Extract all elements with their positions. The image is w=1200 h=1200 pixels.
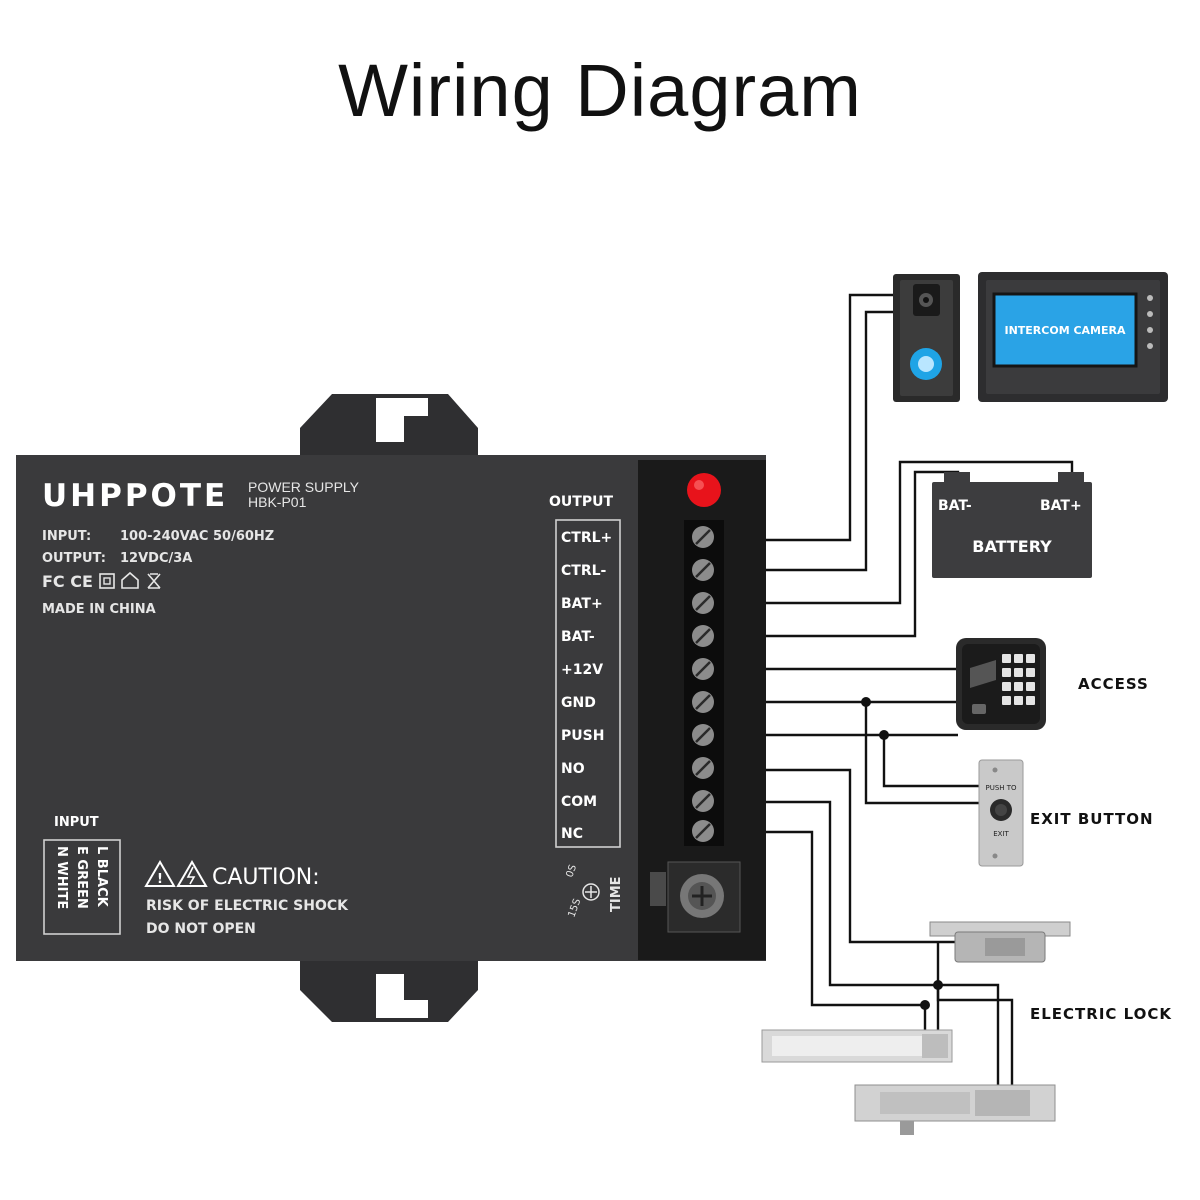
screw-terminal: [692, 592, 714, 614]
terminal-labels: CTRL+ CTRL- BAT+ BAT- +12V GND PUSH NO C…: [561, 530, 612, 842]
caution-line-1: RISK OF ELECTRIC SHOCK: [146, 898, 349, 914]
battery: BAT- BAT+ BATTERY: [932, 472, 1092, 578]
indoor-use-icon: [121, 571, 139, 589]
product-line-1: POWER SUPPLY: [248, 479, 360, 495]
wire-no: [766, 768, 962, 944]
electric-lock-label: ELECTRIC LOCK: [1030, 1005, 1172, 1023]
terminal-label-gnd: GND: [561, 695, 596, 711]
input-spec-value: 100-240VAC 50/60HZ: [120, 529, 274, 544]
caution-block: ! CAUTION: RISK OF ELECTRIC SHOCK DO NOT…: [144, 860, 349, 937]
screw-terminal: [692, 658, 714, 680]
access-keypad: [956, 638, 1046, 730]
input-spec-label: INPUT:: [42, 529, 91, 544]
product-line-2: HBK-P01: [248, 494, 307, 510]
wire-ctrl-plus: [766, 293, 893, 542]
access-label: ACCESS: [1078, 675, 1149, 693]
wire-lock-branch: [936, 985, 1014, 1085]
screw-terminal: [692, 724, 714, 746]
intercom-button: [1147, 343, 1153, 349]
junction-dot: [933, 980, 943, 990]
input-wire-l: L BLACK: [94, 846, 109, 908]
input-wire-e: E GREEN: [74, 846, 89, 909]
page-title: Wiring Diagram: [338, 49, 862, 132]
timer-label: TIME: [609, 876, 624, 912]
exit-button: PUSH TO EXIT: [978, 759, 1024, 867]
made-in: MADE IN CHINA: [42, 602, 156, 617]
screw-terminal: [692, 691, 714, 713]
screw-terminal: [692, 790, 714, 812]
intercom-button: [1147, 327, 1153, 333]
battery-neg-label: BAT-: [938, 498, 972, 514]
magnetic-lock: [761, 1029, 953, 1063]
intercom-button: [1147, 311, 1153, 317]
intercom-screen-label: INTERCOM CAMERA: [1004, 324, 1126, 337]
screw-terminal: [692, 559, 714, 581]
screw-terminal: [692, 820, 714, 842]
electric-strike-lock: [929, 921, 1071, 963]
caution-title: CAUTION:: [212, 865, 320, 890]
battery-label: BATTERY: [972, 537, 1052, 556]
high-voltage-icon: [176, 860, 208, 887]
screw-terminal: [692, 625, 714, 647]
doorbell-camera: [893, 274, 960, 402]
cert-fc-ce: FC CE: [42, 572, 93, 591]
output-terminal-labels-box: [555, 519, 621, 848]
warning-triangle-icon: [144, 860, 176, 887]
screw-terminals: [684, 520, 724, 846]
terminal-label-push: PUSH: [561, 728, 604, 744]
terminal-label-ctrl-plus: CTRL+: [561, 530, 612, 546]
terminal-label-bat-minus: BAT-: [561, 629, 595, 645]
screw-terminal: [692, 526, 714, 548]
caution-line-2: DO NOT OPEN: [146, 921, 256, 937]
terminal-label-no: NO: [561, 761, 585, 777]
exit-plate-text-1: PUSH TO: [985, 784, 1017, 792]
card-reader-icon: [970, 660, 996, 688]
power-led: [687, 473, 721, 507]
certification-marks: FC CE: [42, 571, 161, 591]
output-spec-label: OUTPUT:: [42, 551, 106, 566]
timer-max-label: 0S: [564, 863, 579, 879]
brand-logo: UHPPOTE: [42, 478, 228, 514]
exit-plate-text-2: EXIT: [993, 830, 1009, 838]
junction-dot: [879, 730, 889, 740]
wire-bat-minus: [766, 470, 960, 638]
exit-button-label: EXIT BUTTON: [1030, 810, 1154, 828]
wire-push-branch: [882, 735, 985, 788]
power-supply: UHPPOTE POWER SUPPLY HBK-P01 INPUT: 100-…: [16, 394, 766, 1022]
keypad-keys: [1002, 654, 1035, 705]
terminal-label-ctrl-minus: CTRL-: [561, 563, 607, 579]
input-wiring-box: [43, 839, 121, 935]
wire-com: [766, 800, 1000, 1085]
timer-potentiometer: [650, 861, 741, 933]
svg-text:!: !: [157, 872, 163, 887]
wire-nc: [766, 830, 927, 1030]
time-adjust-icon: [582, 883, 600, 901]
input-wire-n: N WHITE: [54, 846, 69, 909]
intercom-monitor: INTERCOM CAMERA: [978, 272, 1168, 402]
junction-dot: [861, 697, 871, 707]
output-heading: OUTPUT: [549, 494, 613, 510]
wire-junctions: [861, 697, 943, 1010]
terminal-label-com: COM: [561, 794, 597, 810]
output-spec-value: 12VDC/3A: [120, 551, 192, 566]
terminal-label-bat-plus: BAT+: [561, 596, 603, 612]
terminal-label-12v: +12V: [561, 662, 603, 678]
wire-bat-plus: [766, 460, 1074, 605]
terminal-label-nc: NC: [561, 826, 583, 842]
intercom-button: [1147, 295, 1153, 301]
battery-pos-label: BAT+: [1040, 498, 1082, 514]
double-insulation-icon: [99, 573, 115, 589]
weee-icon: [147, 573, 161, 589]
screw-terminal: [692, 757, 714, 779]
intercom-screen: [992, 292, 1138, 368]
wire-ctrl-minus: [766, 310, 893, 572]
junction-dot: [920, 1000, 930, 1010]
input-heading: INPUT: [54, 815, 99, 830]
bolt-lock: [854, 1084, 1056, 1135]
